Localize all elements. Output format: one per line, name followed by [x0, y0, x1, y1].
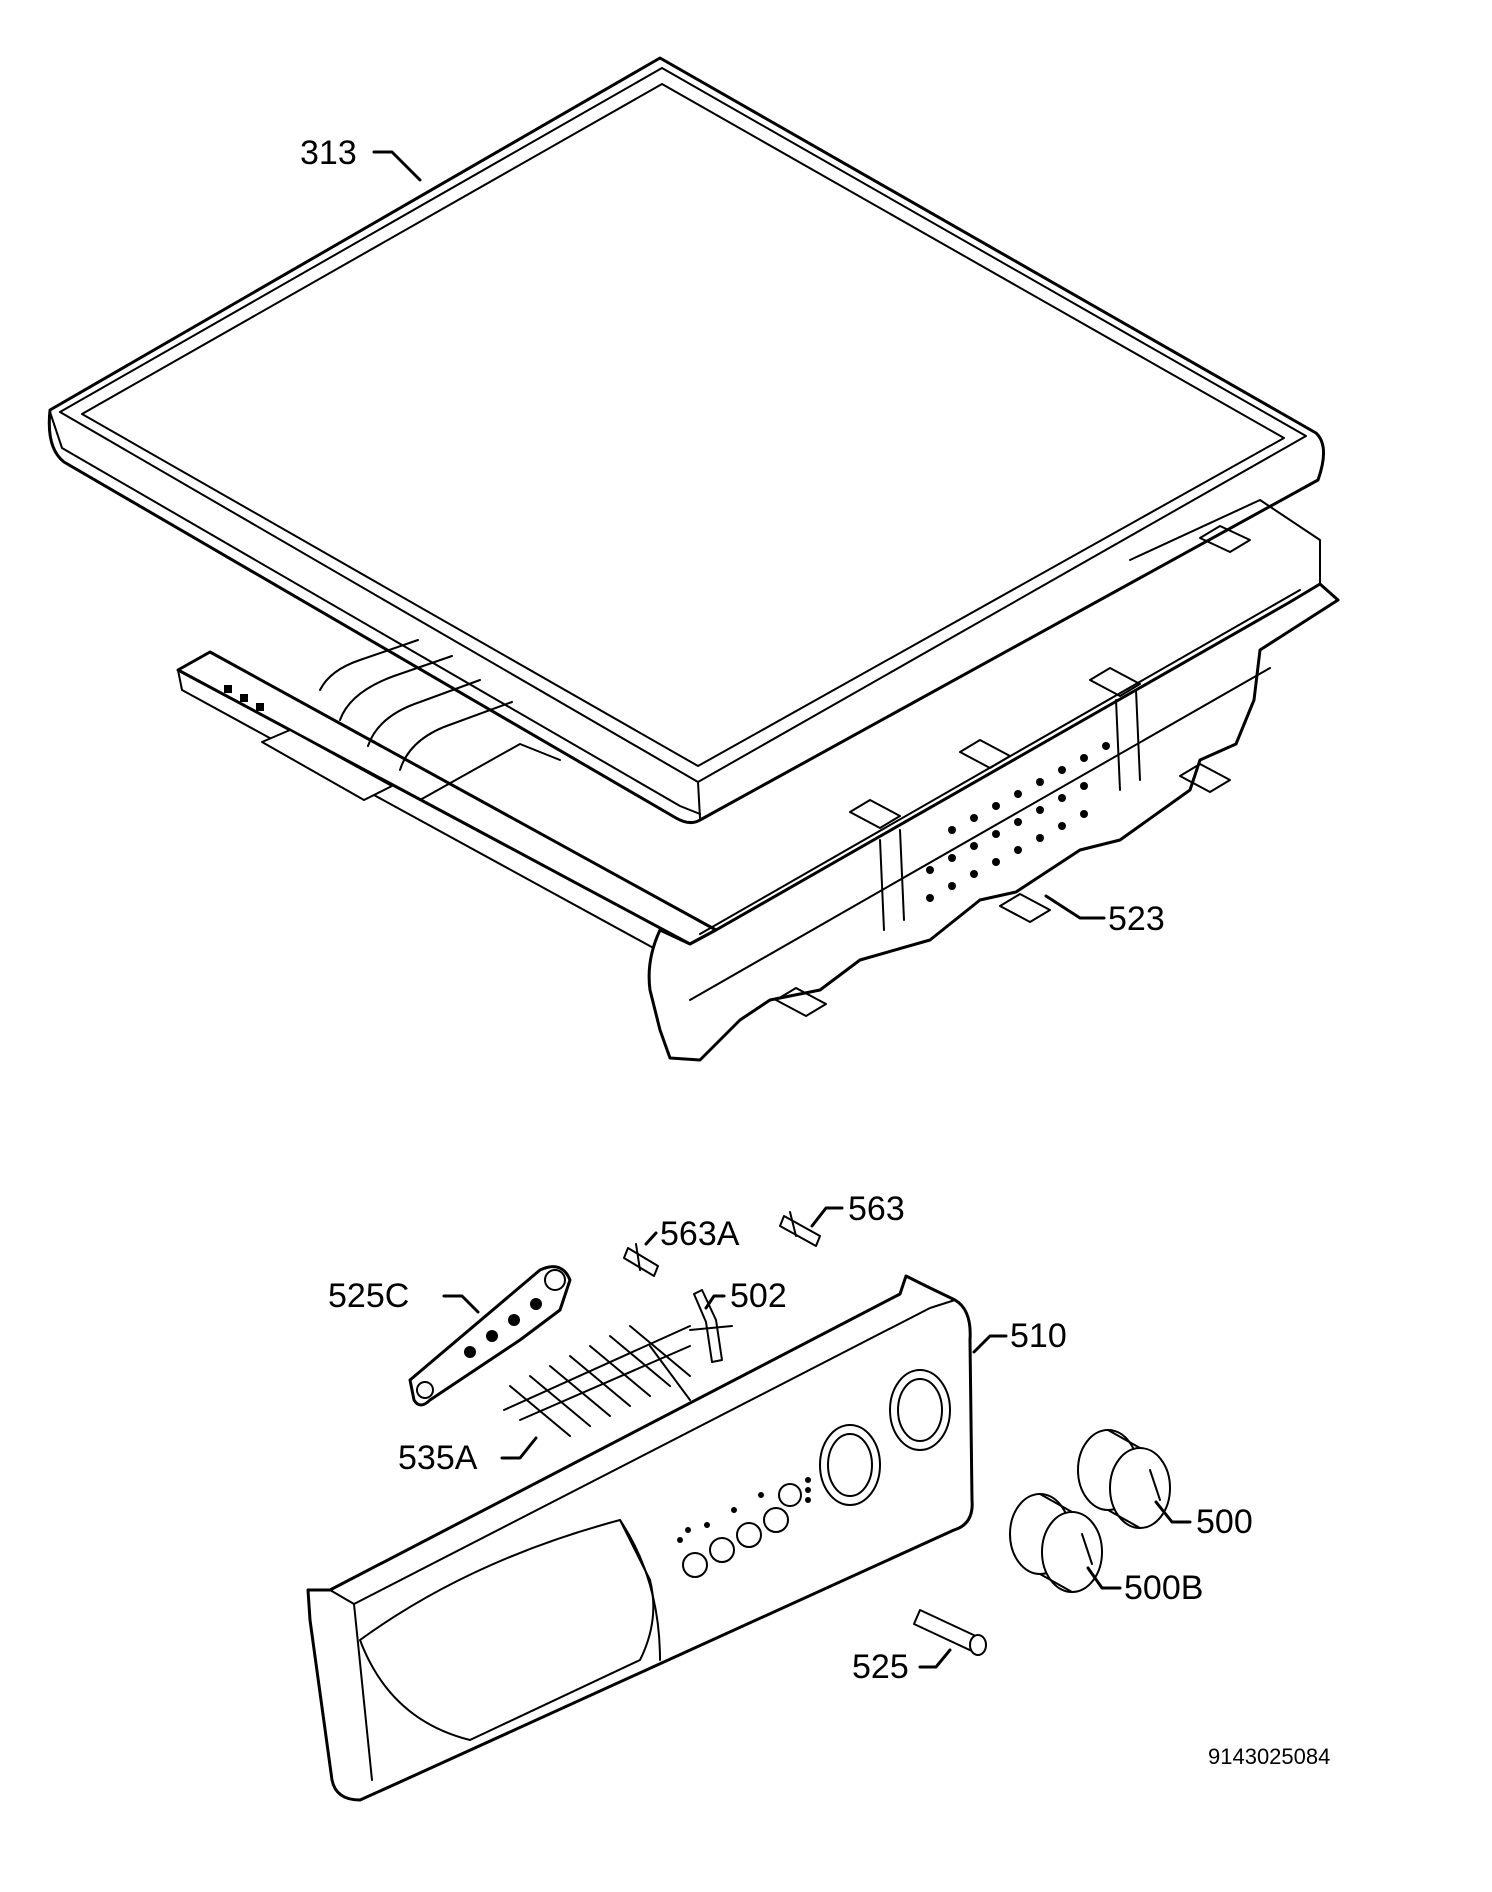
lamp-525: [913, 1609, 987, 1656]
callout-535a: 535A: [398, 1439, 478, 1477]
control-panel-510: [306, 1274, 974, 1802]
document-number: 9143025084: [1208, 1744, 1330, 1769]
frame-tray-523: [176, 499, 1340, 1062]
light-guides-535a: [503, 1325, 691, 1437]
callout-510: 510: [1010, 1317, 1067, 1355]
callout-525c: 525C: [328, 1277, 409, 1315]
bracket-525c: [408, 1265, 572, 1407]
callout-525: 525: [852, 1648, 909, 1686]
pin-563a: [623, 1243, 659, 1277]
knob-500: [1077, 1429, 1171, 1529]
callout-502: 502: [730, 1277, 787, 1315]
callout-563a: 563A: [660, 1215, 740, 1253]
knob-500b: [1009, 1493, 1103, 1593]
clip-502: [689, 1289, 733, 1363]
callout-500b: 500B: [1124, 1569, 1203, 1607]
top-cover-313: [47, 56, 1325, 825]
frame-perforations: [926, 742, 1110, 902]
callout-563: 563: [848, 1190, 905, 1228]
pin-563: [779, 1211, 821, 1247]
callout-313: 313: [300, 134, 357, 172]
leader-lines: [372, 150, 1192, 1669]
callout-523: 523: [1108, 900, 1165, 938]
callout-500: 500: [1196, 1503, 1253, 1541]
